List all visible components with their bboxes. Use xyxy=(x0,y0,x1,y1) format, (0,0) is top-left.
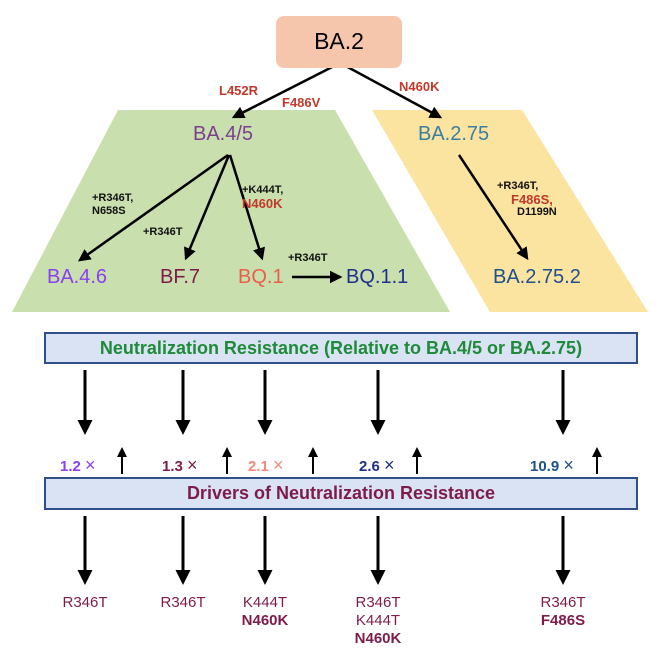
fold-change-ba46: 1.2 × xyxy=(60,456,96,474)
branch-ba2752-line2: F486S, xyxy=(511,192,553,207)
driver-line-bold: F486S xyxy=(540,612,586,629)
bf7-label: BF.7 xyxy=(160,266,201,288)
driver-line: R346T xyxy=(160,594,206,611)
driver-line: K444T xyxy=(242,594,288,611)
branch-ba2752-line1: +R346T, xyxy=(497,180,539,192)
mutation-n460k: N460K xyxy=(399,79,440,94)
times-symbol: × xyxy=(85,455,96,475)
fold-change-bq11: 2.6 × xyxy=(359,456,395,474)
driver-line-bold: N460K xyxy=(241,612,289,629)
times-symbol: × xyxy=(187,455,198,475)
driver-line: R346T xyxy=(62,594,108,611)
ba275-region xyxy=(372,110,648,312)
branch-bf7-label: +R346T xyxy=(143,226,183,238)
fold-change-bf7: 1.3 × xyxy=(162,456,198,474)
fold-change-bq1: 2.1 × xyxy=(248,456,284,474)
branch-ba2752-label: +R346T, F486S, D1199N xyxy=(497,180,557,219)
fold-value: 2.1 xyxy=(248,458,269,475)
edge-ba45-ba46 xyxy=(77,153,229,262)
times-symbol: × xyxy=(384,455,395,475)
driver-line: R346T xyxy=(355,594,401,611)
fold-value: 1.2 xyxy=(60,458,81,475)
driver-ba46: R346T xyxy=(55,594,115,612)
fold-change-ba2752: 10.9 × xyxy=(530,456,574,474)
fold-value: 1.3 xyxy=(162,458,183,475)
driver-bq11: R346T K444T N460K xyxy=(348,594,408,648)
ba46-label: BA.4.6 xyxy=(47,266,108,288)
ba2-node xyxy=(276,16,402,68)
driver-line: R346T xyxy=(540,594,586,611)
branch-ba2752-line3: D1199N xyxy=(517,206,557,218)
fold-value: 10.9 xyxy=(530,458,560,475)
branch-bq11-label: +R346T xyxy=(288,252,328,264)
ba275-label: BA.2.75 xyxy=(418,123,490,145)
ba2-label: BA.2 xyxy=(314,28,364,54)
edge-ba275-ba2752 xyxy=(457,154,529,261)
mutation-l452r: L452R xyxy=(219,83,259,98)
driver-bq1: K444T N460K xyxy=(235,594,295,630)
times-symbol: × xyxy=(563,455,574,475)
branch-ba46-label: +R346T, N658S xyxy=(92,192,133,218)
edge-ba2-ba275 xyxy=(341,62,443,119)
bq11-label: BQ.1.1 xyxy=(346,266,409,288)
fold-value: 2.6 xyxy=(359,458,380,475)
bq1-label: BQ.1 xyxy=(238,266,284,288)
edge-ba45-bf7 xyxy=(184,154,231,261)
neutralization-resistance-banner: Neutralization Resistance (Relative to B… xyxy=(44,332,638,364)
mutation-f486v: F486V xyxy=(282,95,321,110)
ba2752-label: BA.2.75.2 xyxy=(493,266,581,288)
edge-ba45-bq1 xyxy=(228,154,266,261)
driver-line: K444T xyxy=(355,612,401,629)
times-symbol: × xyxy=(273,455,284,475)
ba45-region xyxy=(12,110,450,312)
branch-bq1-line2: N460K xyxy=(242,196,283,211)
branch-ba46-line1: +R346T, xyxy=(92,192,134,204)
ba45-label: BA.4/5 xyxy=(193,123,254,145)
branch-bq1-label: +K444T, N460K xyxy=(242,184,283,210)
driver-ba2752: R346T F486S xyxy=(533,594,593,630)
edge-ba2-ba45 xyxy=(231,62,339,119)
driver-bf7: R346T xyxy=(153,594,213,612)
branch-ba46-line2: N658S xyxy=(92,205,126,217)
driver-line-bold: N460K xyxy=(354,630,402,647)
branch-bq1-line1: +K444T, xyxy=(242,184,284,196)
drivers-banner: Drivers of Neutralization Resistance xyxy=(44,477,638,510)
